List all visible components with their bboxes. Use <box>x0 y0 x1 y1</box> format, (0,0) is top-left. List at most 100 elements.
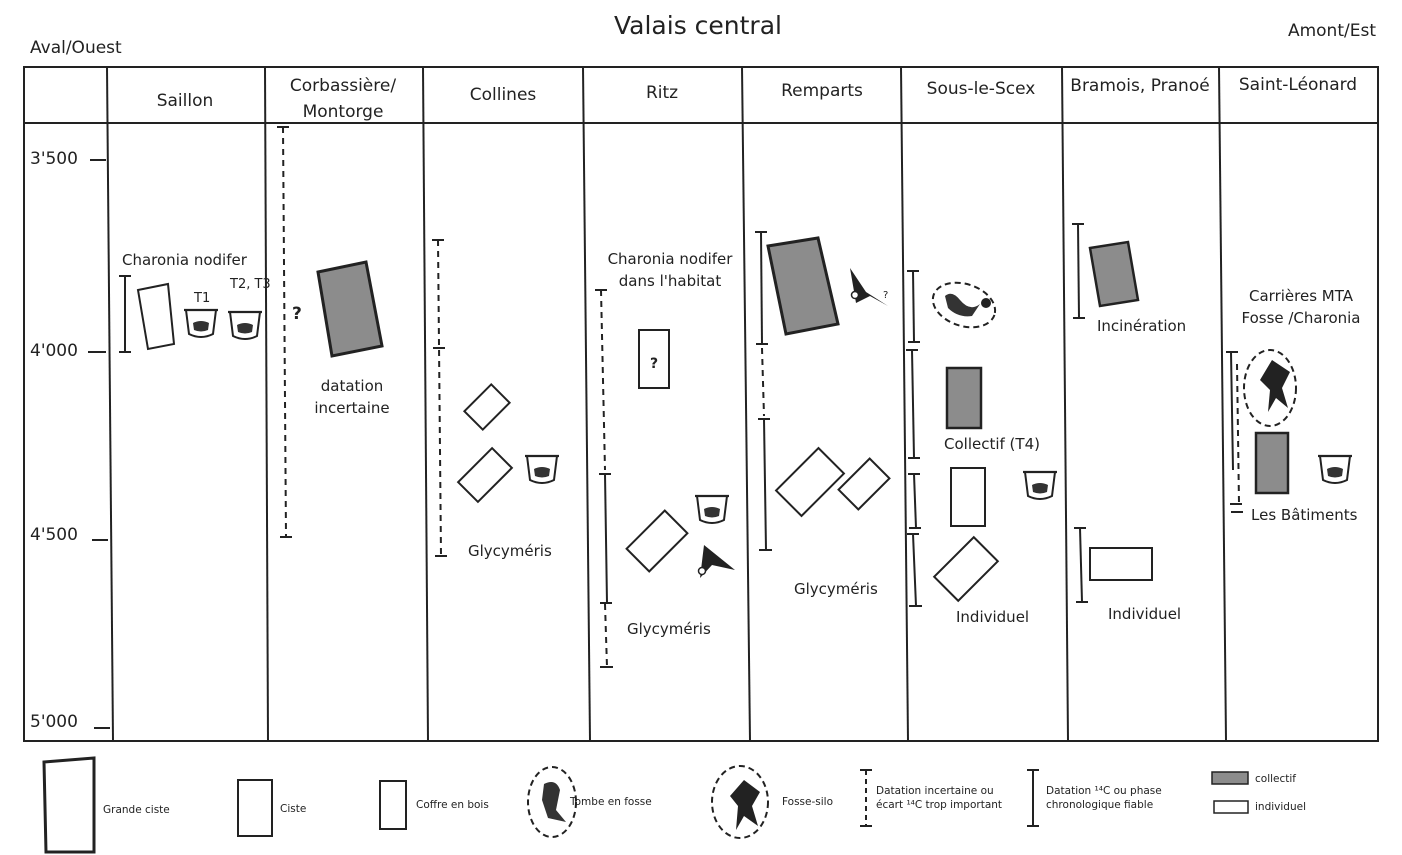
right-direction-label: Amont/Est <box>1288 21 1376 41</box>
stl-fosse-silo <box>1243 349 1297 427</box>
legend-individuel: individuel <box>1213 800 1306 814</box>
sls-tombe-en-fosse <box>931 281 997 329</box>
remparts-grande-ciste-collective <box>766 236 840 336</box>
sls-collectif-label: Collectif (T4) <box>944 435 1040 453</box>
bramois-coffre-individual <box>1089 547 1153 581</box>
remparts-content: ? Glycyméris <box>755 231 891 598</box>
corbassiere-content: ? datation incertaine <box>277 126 390 538</box>
legend-grande-ciste: Grande ciste <box>42 756 170 854</box>
svg-text:Grande ciste: Grande ciste <box>103 804 170 816</box>
ritz-uncertain-dating-bar <box>595 289 613 668</box>
collines-coffre-1 <box>462 382 512 432</box>
sls-ciste-diagonal <box>932 535 1000 603</box>
bramois-incineration-label: Incinération <box>1097 317 1186 335</box>
collines-glycymeris-label: Glycyméris <box>468 542 552 560</box>
collines-content: Glycyméris <box>432 239 561 560</box>
collines-pot <box>523 454 561 485</box>
y-tick-label-4000: 4'000 <box>30 341 78 361</box>
saint-leonard-content: Carrières MTA Fosse /Charonia Les Bâtime… <box>1226 287 1361 524</box>
sls-coffre-individual <box>950 467 986 527</box>
ritz-content: Charonia nodifer dans l'habitat ? Glycym… <box>595 250 735 668</box>
corbassiere-datation-line2: incertaine <box>314 399 389 417</box>
svg-text:individuel: individuel <box>1255 801 1306 813</box>
saillon-reliable-dating-bar <box>119 275 131 353</box>
svg-text:Ciste: Ciste <box>280 803 306 815</box>
sls-coffre-collective <box>945 366 983 430</box>
col-header-saillon: Saillon <box>157 91 214 111</box>
bramois-dating-bars <box>1072 223 1088 603</box>
sls-dating-bars <box>906 270 922 607</box>
saillon-t23-pot <box>226 310 264 341</box>
y-tick-label-4500: 4'500 <box>30 525 78 545</box>
col-header-ritz: Ritz <box>646 83 678 103</box>
legend-tombe-en-fosse: Tombe en fosse <box>527 766 652 838</box>
legend: Grande ciste Ciste Coffre en bois Tombe … <box>42 756 1306 854</box>
ritz-reliable-dating-bar <box>599 473 612 604</box>
ritz-coffre-question: ? <box>650 356 658 372</box>
left-direction-label: Aval/Ouest <box>30 38 122 58</box>
y-tick-label-3500: 3'500 <box>30 149 78 169</box>
y-axis: 3'500 4'000 4'500 5'000 <box>30 149 110 732</box>
legend-collectif: collectif <box>1211 771 1296 785</box>
diagram-frame <box>23 66 1379 742</box>
svg-text:chronologique fiable: chronologique fiable <box>1046 799 1153 811</box>
stl-coffre-collective <box>1254 431 1290 495</box>
collines-uncertain-dating-bar <box>432 239 447 557</box>
ritz-glycymeris-label: Glycyméris <box>627 620 711 638</box>
y-tick-label-5000: 5'000 <box>30 712 78 732</box>
remparts-fosse-silo-icon <box>850 268 888 306</box>
corbassiere-question-mark: ? <box>292 304 302 324</box>
col-header-corbassiere: Corbassière/ <box>290 76 396 96</box>
remparts-coffre-2 <box>837 457 891 511</box>
col-header-saint-leonard: Saint-Léonard <box>1239 75 1357 95</box>
corbassiere-uncertain-dating-bar <box>277 126 292 538</box>
svg-text:Coffre en bois: Coffre en bois <box>416 799 489 811</box>
column-headers: Saillon Corbassière/ Montorge Collines R… <box>157 75 1357 122</box>
remparts-glycymeris-label: Glycyméris <box>794 580 878 598</box>
bramois-content: Incinération Individuel <box>1072 223 1186 623</box>
saillon-ciste-individual <box>136 282 176 351</box>
ritz-pot <box>693 494 731 525</box>
col-header-montorge: Montorge <box>303 102 384 122</box>
col-header-sous-le-scex: Sous-le-Scex <box>927 79 1036 99</box>
saillon-content: Charonia nodifer T1 T2, T3 <box>119 251 271 353</box>
legend-fosse-silo: Fosse-silo <box>711 765 833 839</box>
ritz-charonia-line1: Charonia nodifer <box>608 250 734 268</box>
svg-text:Datation incertaine ou: Datation incertaine ou <box>876 785 994 797</box>
remparts-question-mark: ? <box>883 290 888 301</box>
svg-text:écart ¹⁴C trop important: écart ¹⁴C trop important <box>876 799 1002 811</box>
svg-text:Tombe en fosse: Tombe en fosse <box>569 796 652 808</box>
corbassiere-grande-ciste-collective <box>316 260 384 358</box>
stl-carrieres-line1: Carrières MTA <box>1249 287 1354 305</box>
saillon-t23-label: T2, T3 <box>229 277 271 292</box>
stl-pot <box>1316 454 1354 485</box>
legend-reliable-dating: Datation ¹⁴C ou phase chronologique fiab… <box>1027 769 1162 827</box>
diagram-title: Valais central <box>614 11 782 40</box>
bramois-ciste-collective <box>1088 240 1140 308</box>
ritz-fosse-silo-icon <box>700 545 735 578</box>
ritz-charonia-line2: dans l'habitat <box>619 272 722 290</box>
stl-batiments-label: Les Bâtiments <box>1251 506 1358 524</box>
sls-individuel-label: Individuel <box>956 608 1029 626</box>
col-header-remparts: Remparts <box>781 81 863 101</box>
ritz-ciste-diagonal <box>625 509 689 573</box>
saillon-t1-pot <box>182 308 220 339</box>
svg-text:collectif: collectif <box>1255 773 1296 785</box>
bramois-individuel-label: Individuel <box>1108 605 1181 623</box>
svg-text:Fosse-silo: Fosse-silo <box>782 796 833 808</box>
stl-carrieres-line2: Fosse /Charonia <box>1241 309 1360 327</box>
legend-ciste: Ciste <box>237 779 306 837</box>
corbassiere-datation-line1: datation <box>321 377 384 395</box>
svg-text:Datation ¹⁴C ou phase: Datation ¹⁴C ou phase <box>1046 785 1162 797</box>
saillon-t1-label: T1 <box>193 291 210 306</box>
sous-le-scex-content: Collectif (T4) Individuel <box>906 270 1059 626</box>
remparts-coffre-1 <box>774 446 846 518</box>
sls-pot <box>1021 470 1059 501</box>
saillon-charonia-label: Charonia nodifer <box>122 251 248 269</box>
remparts-reliable-dating-bars <box>755 231 772 551</box>
legend-coffre: Coffre en bois <box>379 780 489 830</box>
ritz-coffre-uncertain <box>638 329 670 389</box>
collines-coffre-2 <box>456 446 514 504</box>
stl-dating-bars <box>1226 351 1243 513</box>
